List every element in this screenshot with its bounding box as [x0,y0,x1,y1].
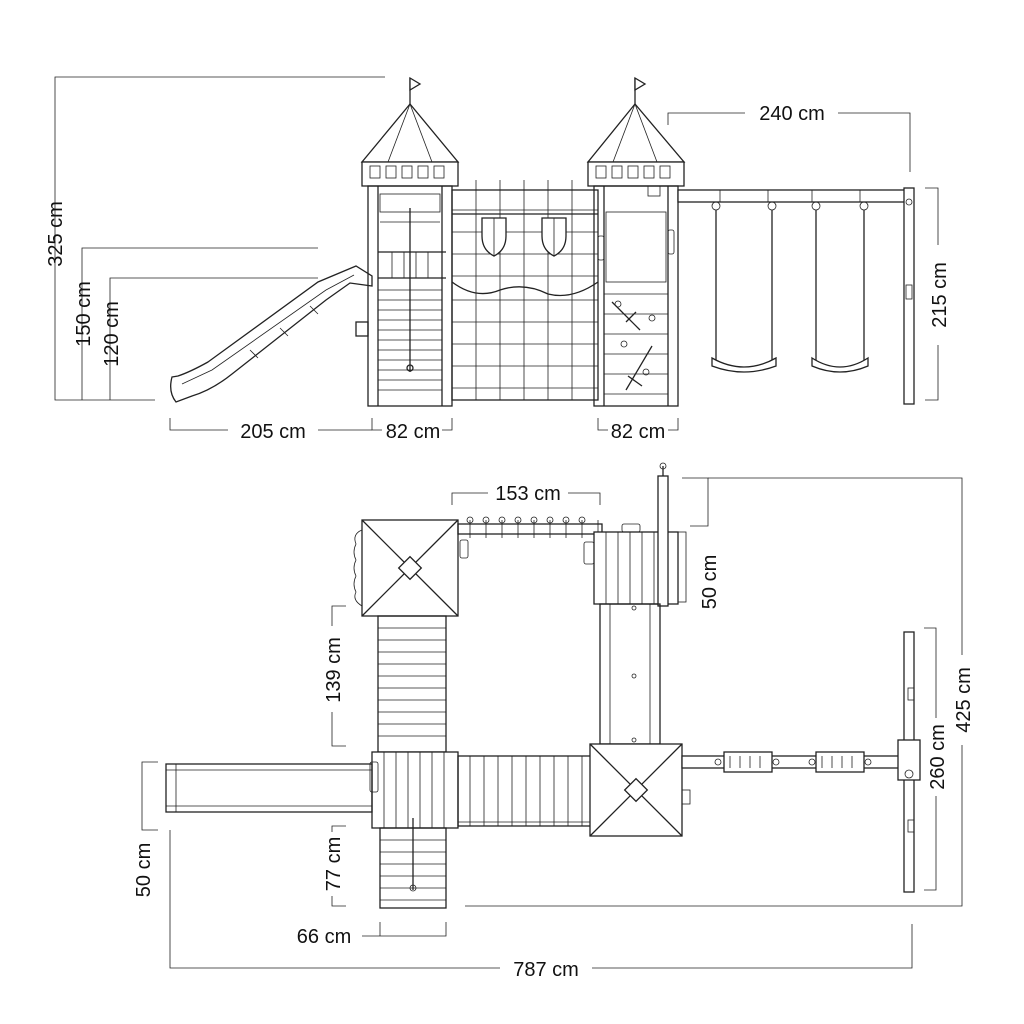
flag-icon [409,76,422,92]
dim-top-swing-frame-width: 260 cm [927,724,949,790]
swing-seat-icon [811,356,869,373]
swing-seat-icon [723,751,773,773]
dim-front-platform-high: 150 cm [73,281,95,347]
top-walkway [457,755,593,827]
dim-top-total-length: 787 cm [513,959,579,981]
dim-front-right-tower-width: 82 cm [611,421,665,443]
swing-seat-icon [711,356,777,373]
dim-front-swing-height: 215 cm [929,262,951,328]
front-view: 325 cm 150 cm 120 cm 205 cm 82 cm 82 cm … [45,76,951,443]
dim-front-slide-length: 205 cm [240,421,306,443]
dim-top-ramp-length: 139 cm [323,637,345,703]
top-bridge [457,516,603,538]
front-right-tower [586,76,686,407]
top-lower-right-tower [589,743,691,837]
front-dimension-lines [54,76,939,431]
front-climbing-net [451,180,599,401]
dim-front-total-height: 325 cm [45,201,67,267]
top-left-tower [353,519,469,617]
swing-seat-icon [815,751,865,773]
top-dimension-lines [141,477,963,969]
front-slide [170,265,373,403]
dim-top-offset: 50 cm [699,555,721,609]
top-right-tower [583,462,687,607]
top-view: 153 cm 50 cm 139 cm 425 cm 260 cm 50 cm … [133,462,975,981]
dim-top-bridge-length: 153 cm [495,483,561,505]
flag-icon [634,76,647,92]
top-ramp-left [377,615,447,753]
top-ramp-right [599,603,661,745]
top-swing-frame [681,631,921,893]
dim-top-total-depth: 425 cm [953,667,975,733]
top-lower-left-deck [369,751,459,829]
dim-top-ladder-width: 66 cm [297,926,351,948]
dim-top-slide-width: 50 cm [133,843,155,897]
top-ladder [379,818,447,909]
dim-top-ladder-length: 77 cm [323,837,345,891]
dim-front-swing-beam: 240 cm [759,103,825,125]
dim-front-platform-low: 120 cm [101,301,123,367]
top-slide [165,763,373,813]
dim-front-left-tower-width: 82 cm [386,421,440,443]
sword-icon [611,301,641,331]
front-left-tower [355,76,460,407]
sword-icon [625,345,653,391]
front-swing-frame [677,187,915,405]
